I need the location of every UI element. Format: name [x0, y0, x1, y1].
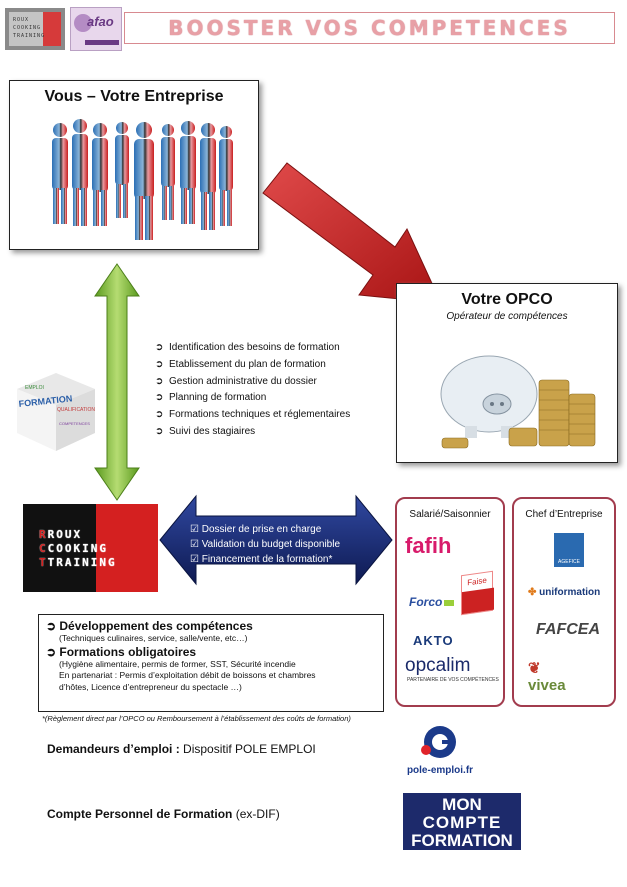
cpf-label: Compte Personnel de Formation [47, 807, 233, 821]
fafcea-logo: FAFCEA [536, 621, 600, 638]
logo-word: TRAINING [47, 556, 117, 569]
fafih-logo: fafih [405, 533, 452, 558]
service-text: Identification des besoins de formation [169, 342, 340, 353]
pole-emploi-logo: pole-emploi.fr [400, 724, 480, 776]
afao-logo: afao [70, 7, 122, 51]
dev-sub-3: En partenariat : Permis d’exploitation d… [59, 670, 316, 680]
vertical-double-arrow [94, 263, 140, 501]
business-people-image [52, 119, 233, 240]
page-title: BOOSTER VOS COMPETENCES [168, 16, 571, 40]
opco-subtitle: Opérateur de compétences [446, 311, 568, 322]
dev-heading-1: ➲ Développement des compétences [46, 619, 253, 633]
services-list: ➲Identification des besoins de formation… [155, 340, 350, 441]
funding-double-arrow [159, 494, 393, 586]
cube-word-qualification: QUALIFICATION [57, 407, 95, 413]
piggy-bank-coins-image [440, 355, 596, 449]
demandeurs-text: Dispositif POLE EMPLOI [179, 742, 316, 756]
list-item: ➲Gestion administrative du dossier [155, 375, 317, 387]
developpement-box: ➲ Développement des compétences (Techniq… [38, 614, 384, 712]
faise-logo-text: Faise [467, 575, 487, 588]
salarie-title: Salarié/Saisonnier [409, 509, 491, 520]
list-item: ➲Planning de formation [155, 392, 267, 404]
akto-logo: AKTO [413, 633, 454, 648]
service-text: Formations techniques et réglementaires [169, 409, 351, 421]
demandeurs-emploi-line: Demandeurs d’emploi : Dispositif POLE EM… [47, 742, 316, 756]
opcalim-tagline: PARTENAIRE DE VOS COMPÉTENCES [407, 677, 499, 683]
service-text: Planning de formation [169, 392, 267, 404]
opcalim-logo: opcalim [405, 655, 471, 676]
uniformation-logo-text: uniformation [539, 587, 601, 598]
list-item: ➲Etablissement du plan de formation [155, 358, 326, 370]
dev-sub-2: (Hygiène alimentaire, permis de former, … [59, 658, 296, 669]
salarie-box: Salarié/Saisonnier fafih Faise Forco AKT… [395, 497, 505, 707]
forco-logo: Forco [409, 595, 455, 609]
dev-heading-2: ➲ Formations obligatoires [46, 644, 197, 659]
logo-line: TRAINING [13, 33, 46, 39]
list-item: ➲Identification des besoins de formation [155, 342, 340, 353]
dev-heading-2-text: Formations obligatoires [59, 644, 197, 659]
logo-line-training: TTRAINING [39, 556, 117, 570]
dev-heading-1-text: Développement des compétences [59, 619, 253, 633]
funding-list: ☑ Dossier de prise en charge ☑ Validatio… [190, 522, 340, 567]
mcf-line: COMPTE [422, 813, 502, 832]
funding-text: Dossier de prise en charge [201, 524, 322, 535]
formation-word-cube: FORMATION QUALIFICATION EMPLOI COMPETENC… [17, 373, 95, 451]
vivea-logo: ❦vivea [528, 660, 566, 694]
roux-cooking-training-logo-small: ROUX COOKING TRAINING [5, 8, 65, 50]
uniformation-logo: ✤ uniformation [528, 587, 601, 598]
opco-title: Votre OPCO [461, 291, 553, 308]
logo-word: COOKING [47, 542, 108, 555]
logo-line-roux: RROUX [39, 528, 117, 542]
logo-letter: T [39, 556, 48, 569]
faise-logo: Faise [461, 570, 494, 616]
entreprise-title: Vous – Votre Entreprise [44, 88, 224, 105]
roux-cooking-training-logo: RROUX CCOOKING TTRAINING [23, 504, 158, 592]
logo-line-cooking: CCOOKING [39, 542, 117, 556]
forco-logo-text: Forco [409, 595, 443, 609]
service-text: Etablissement du plan de formation [169, 358, 326, 370]
logo-line: ROUX [13, 17, 30, 23]
mcf-line: FORMATION [411, 831, 513, 850]
logo-word: ROUX [47, 528, 83, 541]
cpf-line: Compte Personnel de Formation (ex-DIF) [47, 807, 280, 821]
mon-compte-formation-logo: MON COMPTE FORMATION [403, 793, 521, 850]
list-item: ☑ Financement de la formation* [190, 554, 333, 565]
opco-box: Votre OPCO Opérateur de compétences [396, 283, 618, 463]
logo-letter: C [39, 542, 48, 555]
vivea-logo-text: vivea [528, 677, 566, 694]
pole-emploi-logo-text: pole-emploi.fr [406, 765, 474, 776]
cube-word-emploi: EMPLOI [25, 385, 44, 391]
footnote: *(Règlement direct par l’OPCO ou Rembour… [42, 714, 351, 723]
funding-text: Financement de la formation* [201, 554, 333, 565]
list-item: ☑ Dossier de prise en charge [190, 524, 322, 535]
cpf-text: (ex-DIF) [232, 807, 280, 821]
list-item: ➲Suivi des stagiaires [155, 425, 256, 437]
list-item: ➲Formations techniques et réglementaires [155, 409, 351, 421]
mcf-line: MON [442, 795, 482, 814]
logo-letter: R [39, 528, 48, 541]
entreprise-box: Vous – Votre Entreprise [9, 80, 259, 250]
funding-text: Validation du budget disponible [201, 539, 341, 550]
list-item: ☑ Validation du budget disponible [190, 539, 341, 550]
page-title-box: BOOSTER VOS COMPETENCES [124, 12, 615, 44]
chef-entreprise-box: Chef d’Entreprise AGEFICE ✤ uniformation… [512, 497, 616, 707]
service-text: Gestion administrative du dossier [169, 375, 317, 387]
dev-sub-1: (Techniques culinaires, service, salle/v… [59, 633, 248, 643]
chef-title: Chef d’Entreprise [525, 509, 603, 520]
service-text: Suivi des stagiaires [169, 425, 256, 437]
dev-sub-4: d’hôtes, Licence d’entrepreneur du spect… [59, 681, 242, 692]
cube-word-competences: COMPETENCES [59, 421, 90, 426]
pole-emploi-emblem [421, 726, 456, 758]
demandeurs-label: Demandeurs d’emploi : [47, 742, 180, 756]
logo-line: COOKING [13, 25, 42, 31]
agefice-logo: AGEFICE [554, 533, 584, 567]
afao-logo-text: afao [87, 14, 114, 29]
